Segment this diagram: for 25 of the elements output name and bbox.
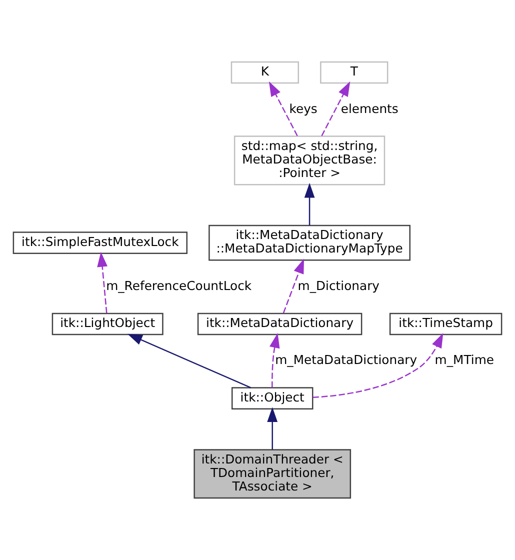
- node-box: itk::MetaDataDictionary: [197, 312, 362, 336]
- arrow: [268, 81, 298, 136]
- arrow: [312, 332, 444, 398]
- node-box: itk::MetaDataDictionary ::MetaDataDictionaryMapType: [208, 224, 410, 261]
- node-box: T: [320, 61, 388, 84]
- arrow: [282, 258, 304, 314]
- node-box: std::map< std::string, MetaDataObjectBase: :Pointer >: [234, 136, 386, 186]
- edge-label: m_MetaDataDictionary: [275, 353, 418, 368]
- arrow: [97, 252, 108, 314]
- edge-label: keys: [289, 102, 318, 116]
- node-box: itk::TimeStamp: [389, 312, 502, 336]
- edge-label: m_MTime: [434, 353, 494, 368]
- arrow: [127, 334, 252, 388]
- arrow: [304, 182, 315, 226]
- node-box: itk::SimpleFastMutexLock: [12, 232, 188, 254]
- arrow: [270, 333, 280, 388]
- edge-label: m_ReferenceCountLock: [106, 278, 252, 293]
- edge-label: elements: [340, 102, 398, 116]
- node-box: K: [230, 61, 299, 84]
- edge-label: m_Dictionary: [298, 278, 380, 293]
- node-box: itk::Object: [231, 387, 314, 410]
- node-box: itk::DomainThreader < TDomainPartitioner, TAssociate >: [194, 449, 352, 499]
- arrow: [321, 81, 350, 136]
- node-box: itk::LightObject: [52, 312, 164, 336]
- arrow: [267, 407, 278, 450]
